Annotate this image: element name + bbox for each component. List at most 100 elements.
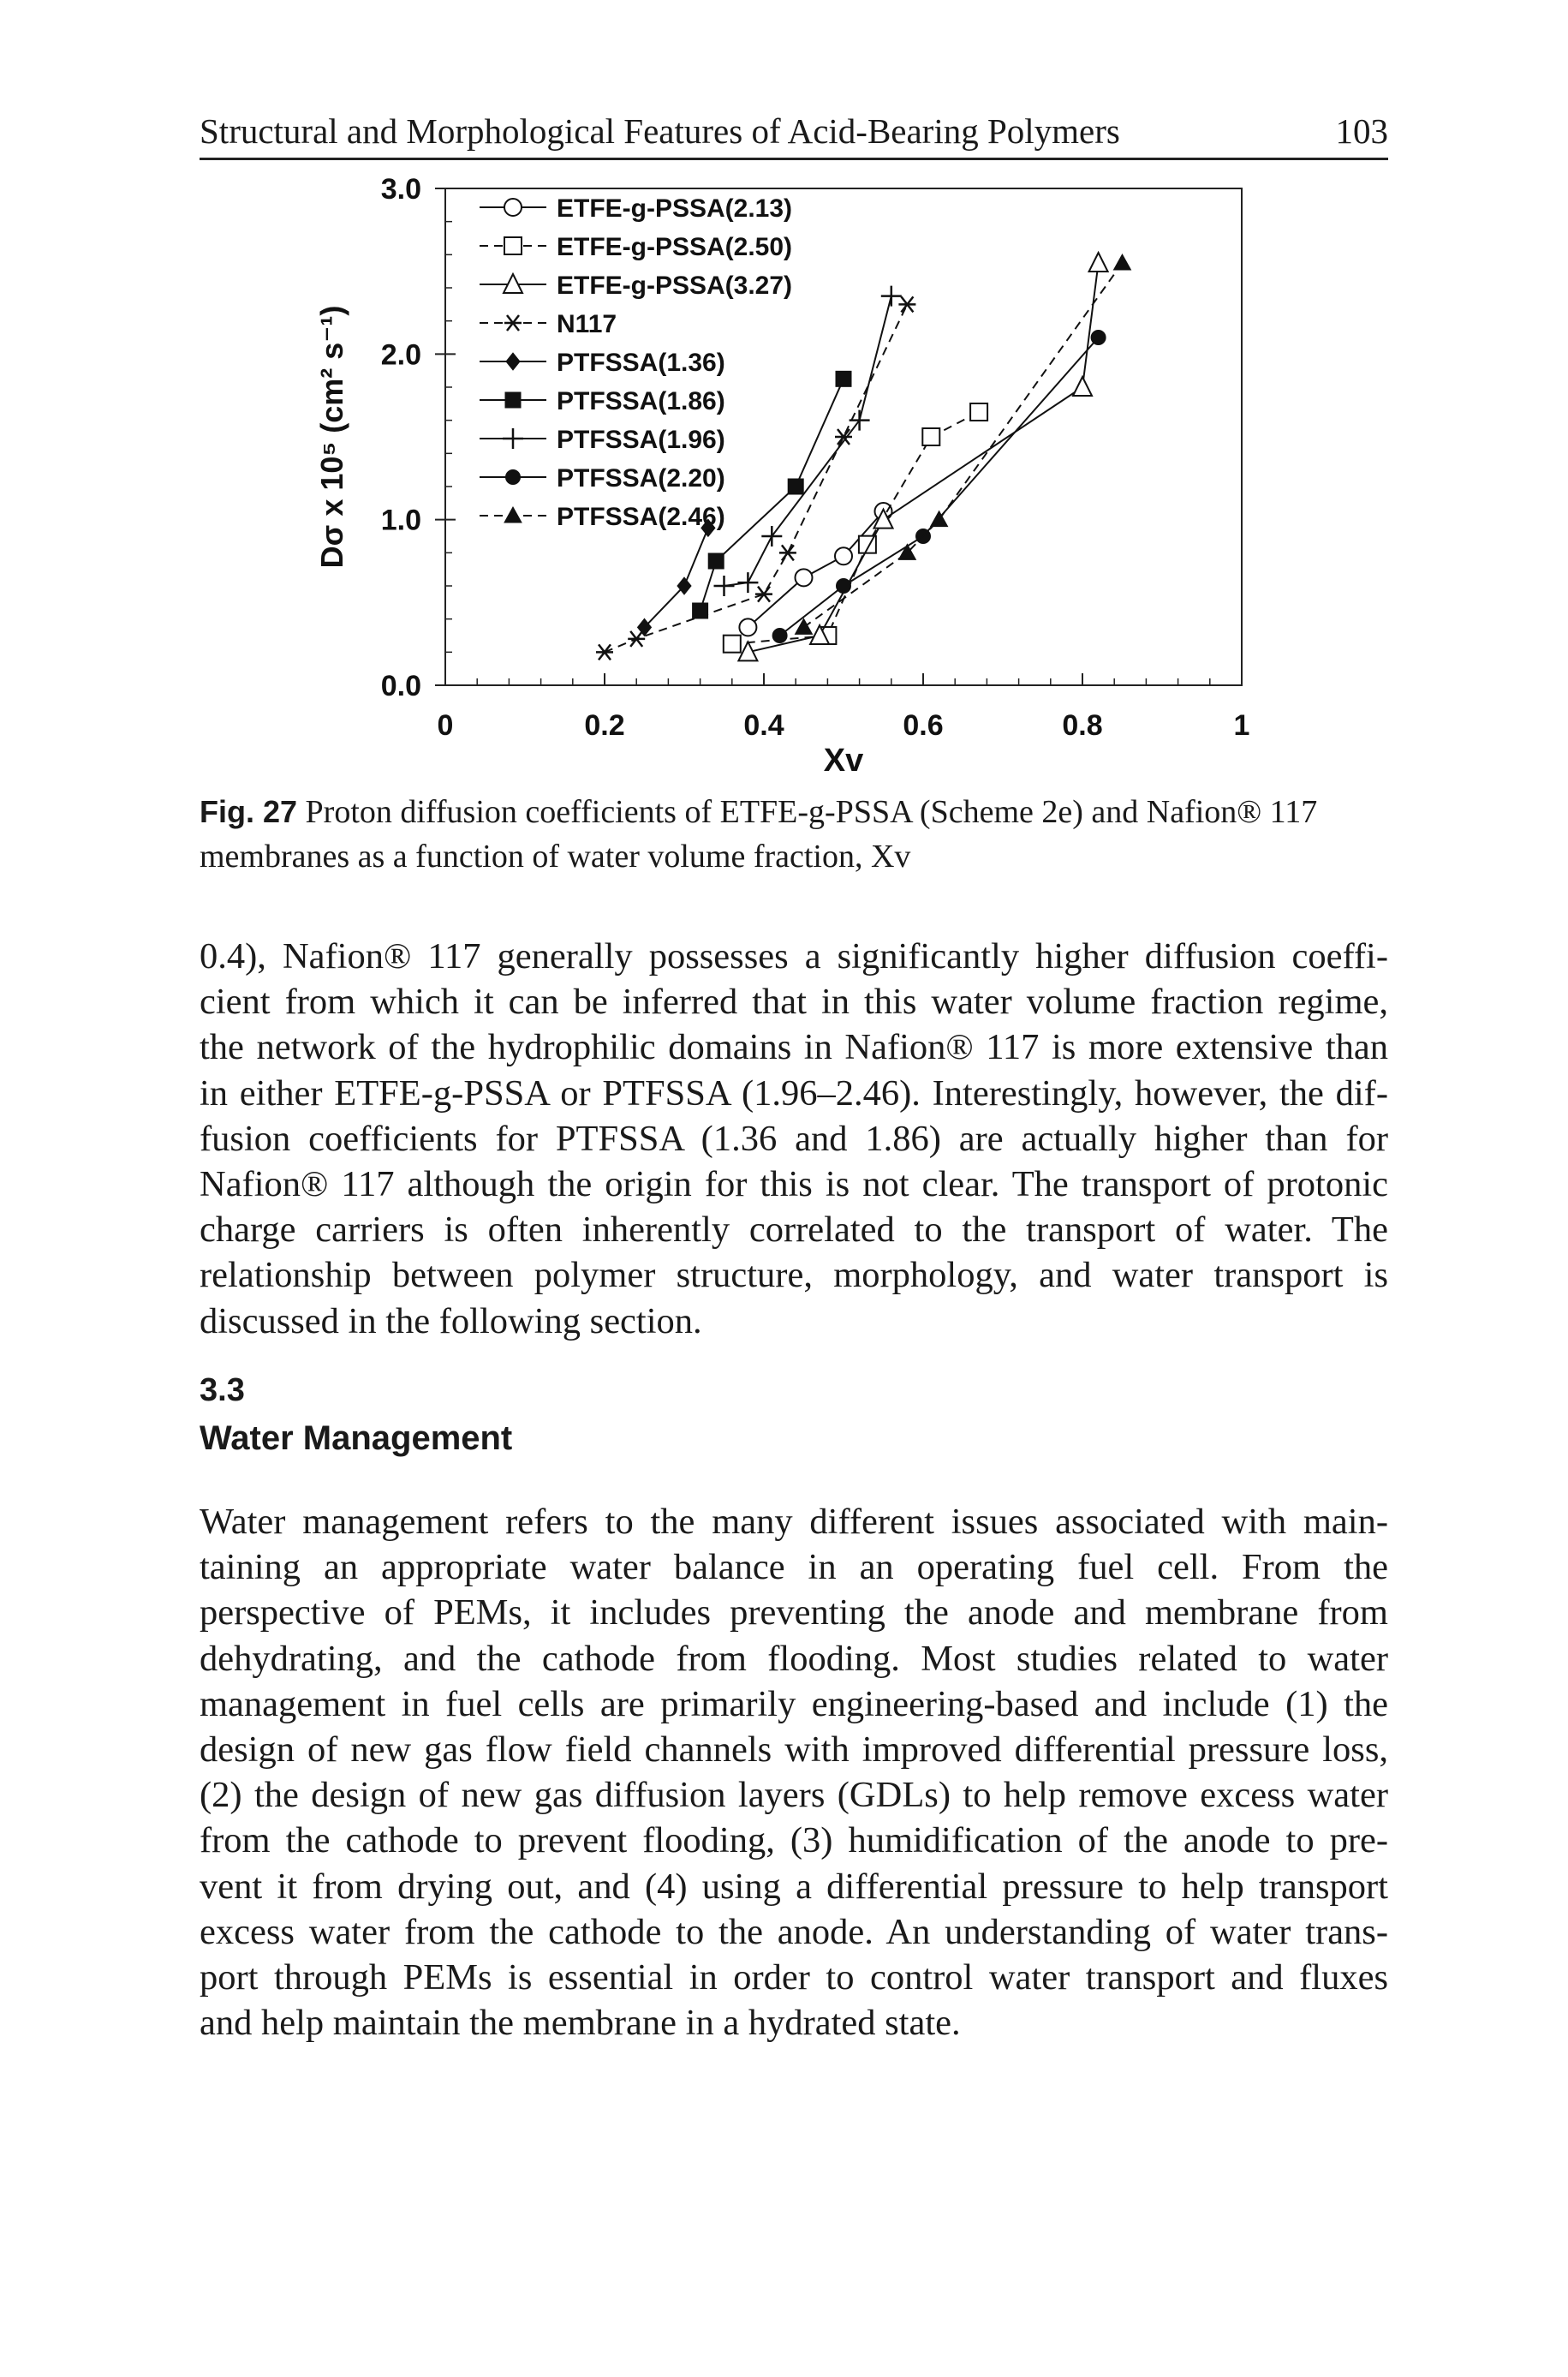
- legend-marker: [504, 236, 522, 255]
- figure-caption-text: Proton diffusion coefficients of ETFE-g-…: [200, 794, 1318, 875]
- body-paragraph-1: 0.4), Nafion® 117 generally possesses a …: [200, 934, 1388, 1344]
- paragraph-2-line: port through PEMs is essential in order …: [200, 1957, 1388, 1998]
- running-header: Structural and Morphological Features of…: [200, 110, 1388, 160]
- legend-label: PTFSSA(1.96): [557, 426, 725, 454]
- paragraph-2-line: management in fuel cells are primarily e…: [200, 1683, 1388, 1724]
- legend-marker: [504, 198, 522, 217]
- data-point: [1112, 253, 1132, 271]
- data-point: [738, 618, 758, 637]
- data-point: [628, 630, 646, 648]
- x-tick-label: 1: [1234, 709, 1250, 742]
- data-point: [872, 507, 895, 529]
- legend-entry: N117: [480, 310, 617, 338]
- data-point: [929, 510, 949, 528]
- paragraph-2-line: taining an appropriate water balance in …: [200, 1547, 1388, 1588]
- paragraph-1-line: charge carriers is often inherently corr…: [200, 1209, 1388, 1251]
- legend-marker: [504, 314, 522, 331]
- legend-label: PTFSSA(2.46): [557, 503, 725, 531]
- diffusion-coefficient-chart: ETFE-g-PSSA(2.13) ETFE-g-PSSA(2.50) ETFE-g…: [314, 173, 1250, 779]
- data-point: [897, 543, 917, 560]
- y-tick-label: 2.0: [381, 338, 421, 371]
- body-paragraph-2: Water management refers to the many diff…: [200, 1499, 1388, 2046]
- plot-frame: [444, 188, 1243, 686]
- paragraph-1-line: discussed in the following section.: [200, 1300, 702, 1341]
- legend-marker: [503, 428, 523, 449]
- data-point: [707, 552, 724, 570]
- series-line: [748, 262, 1100, 654]
- x-axis-label: Xv: [824, 743, 863, 779]
- paragraph-2-line: and help maintain the membrane in a hydr…: [200, 2003, 961, 2044]
- data-point: [969, 403, 989, 421]
- y-tick-label: 1.0: [381, 505, 421, 537]
- x-tick-label: 0.4: [743, 709, 784, 742]
- data-point: [737, 572, 759, 594]
- data-point: [808, 623, 831, 645]
- legend-label: N117: [557, 310, 617, 338]
- paragraph-2-line: excess water from the cathode to the ano…: [200, 1911, 1388, 1952]
- series-n117: [596, 296, 916, 661]
- series-etfe-g-pssa-2-50-: [722, 403, 989, 654]
- series-line: [747, 511, 885, 629]
- series-ptfssa-1-36-: [636, 518, 716, 637]
- data-point: [677, 576, 692, 595]
- y-tick-label: 3.0: [381, 173, 421, 206]
- page-number: 103: [1335, 111, 1389, 151]
- legend-entry: ETFE-g-PSSA(2.13): [480, 194, 792, 223]
- data-point: [596, 643, 613, 661]
- legend-label: ETFE-g-PSSA(2.50): [557, 233, 792, 261]
- legend-entry: PTFSSA(1.96): [480, 426, 725, 454]
- series-ptfssa-2-20-: [772, 330, 1106, 643]
- data-point: [713, 576, 735, 596]
- series-ptfssa-2-46-: [794, 253, 1132, 635]
- figure-label: Fig. 27: [200, 794, 298, 829]
- legend-marker: [502, 272, 524, 294]
- data-point: [692, 602, 709, 619]
- series-etfe-g-pssa-3-27-: [736, 250, 1110, 662]
- paragraph-1-line: cient from which it can be inferred that…: [200, 982, 1388, 1023]
- series-line: [778, 337, 1100, 636]
- section-number: 3.3: [200, 1372, 245, 1408]
- paragraph-1-line: Nafion® 117 although the origin for this…: [200, 1164, 1388, 1205]
- series-ptfssa-1-86-: [692, 370, 852, 619]
- data-point: [836, 578, 851, 594]
- data-point: [778, 544, 796, 562]
- data-point: [1087, 250, 1110, 272]
- paragraph-1-line: relationship between polymer structure, …: [200, 1255, 1388, 1296]
- data-point: [834, 546, 853, 566]
- y-axis-label: Dσ x 10⁵ (cm² s⁻¹): [314, 306, 349, 569]
- data-point: [1071, 374, 1094, 397]
- series-line: [699, 378, 844, 612]
- series-line: [802, 262, 1124, 629]
- paragraph-1-line: 0.4), Nafion® 117 generally possesses a …: [200, 936, 1388, 976]
- legend-label: ETFE-g-PSSA(2.13): [557, 194, 792, 223]
- section-title: Water Management: [200, 1419, 513, 1457]
- legend-label: ETFE-g-PSSA(3.27): [557, 272, 792, 300]
- series-line: [604, 303, 909, 654]
- data-point: [898, 296, 916, 314]
- paragraph-2-line: dehydrating, and the cathode from floodi…: [200, 1638, 1388, 1679]
- data-point: [835, 370, 852, 387]
- data-point: [794, 568, 814, 588]
- data-point: [636, 618, 653, 637]
- paragraph-1-line: the network of the hydrophilic domains i…: [200, 1027, 1388, 1068]
- paragraph-2-line: Water management refers to the many diff…: [200, 1502, 1388, 1542]
- x-tick-label: 0.8: [1062, 709, 1102, 742]
- legend-marker: [504, 391, 522, 409]
- data-point: [761, 526, 783, 546]
- data-point: [880, 285, 902, 307]
- series-ptfssa-1-96-: [713, 285, 902, 596]
- paragraph-2-line: vent it from drying out, and (4) using a…: [200, 1866, 1388, 1907]
- data-point: [794, 618, 814, 635]
- legend-label: PTFSSA(2.20): [557, 464, 725, 493]
- legend-entry: PTFSSA(2.46): [480, 503, 725, 531]
- data-point: [701, 518, 716, 538]
- paragraph-2-line: perspective of PEMs, it includes prevent…: [200, 1592, 1388, 1633]
- x-tick-label: 0: [438, 709, 454, 742]
- data-point: [736, 640, 760, 662]
- data-point: [787, 478, 804, 495]
- data-point: [1090, 330, 1106, 345]
- legend-entry: PTFSSA(1.86): [480, 387, 725, 415]
- paragraph-2-line: from the cathode to prevent flooding, (3…: [200, 1820, 1388, 1861]
- data-point: [835, 428, 852, 445]
- paragraph-2-line: (2) the design of new gas diffusion laye…: [200, 1775, 1388, 1816]
